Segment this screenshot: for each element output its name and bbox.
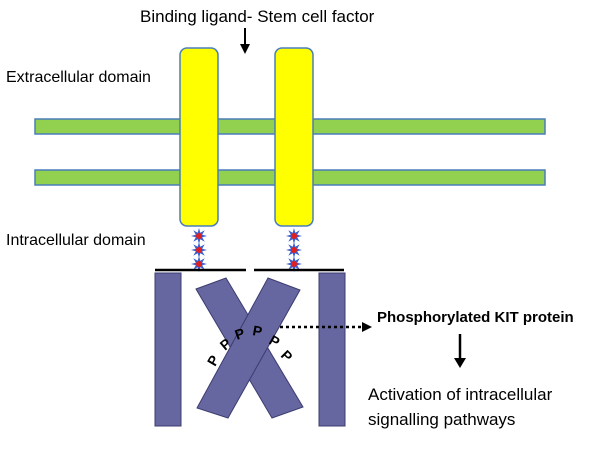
ligand-arrow [240,28,250,54]
linker-star-center [196,233,202,239]
receptor-right [274,47,314,227]
intracellular-domain-label: Intracellular domain [6,232,146,249]
linker-star-center [291,233,297,239]
receptor-left [179,47,219,227]
phosphorylated-kit-label: Phosphorylated KIT protein [377,309,574,326]
linker-star-center [196,261,202,267]
kinase-diagonal-b [196,277,301,419]
linker-left [191,228,207,272]
linker-star-center [291,261,297,267]
activation-arrow [454,334,466,368]
activation-label-line2: signalling pathways [368,410,515,429]
kinase-bar-right [318,272,346,427]
binding-ligand-label: Binding ligand- Stem cell factor [140,7,375,26]
linker-star-center [196,247,202,253]
p-mark: P [251,322,263,339]
phospho-pointer-arrow [280,322,372,332]
linker-right [286,228,302,272]
activation-label-line1: Activation of intracellular [368,385,553,404]
kinase-bar-left [154,272,182,427]
linker-star-center [291,247,297,253]
p-mark: P [278,347,296,365]
extracellular-domain-label: Extracellular domain [6,69,151,86]
